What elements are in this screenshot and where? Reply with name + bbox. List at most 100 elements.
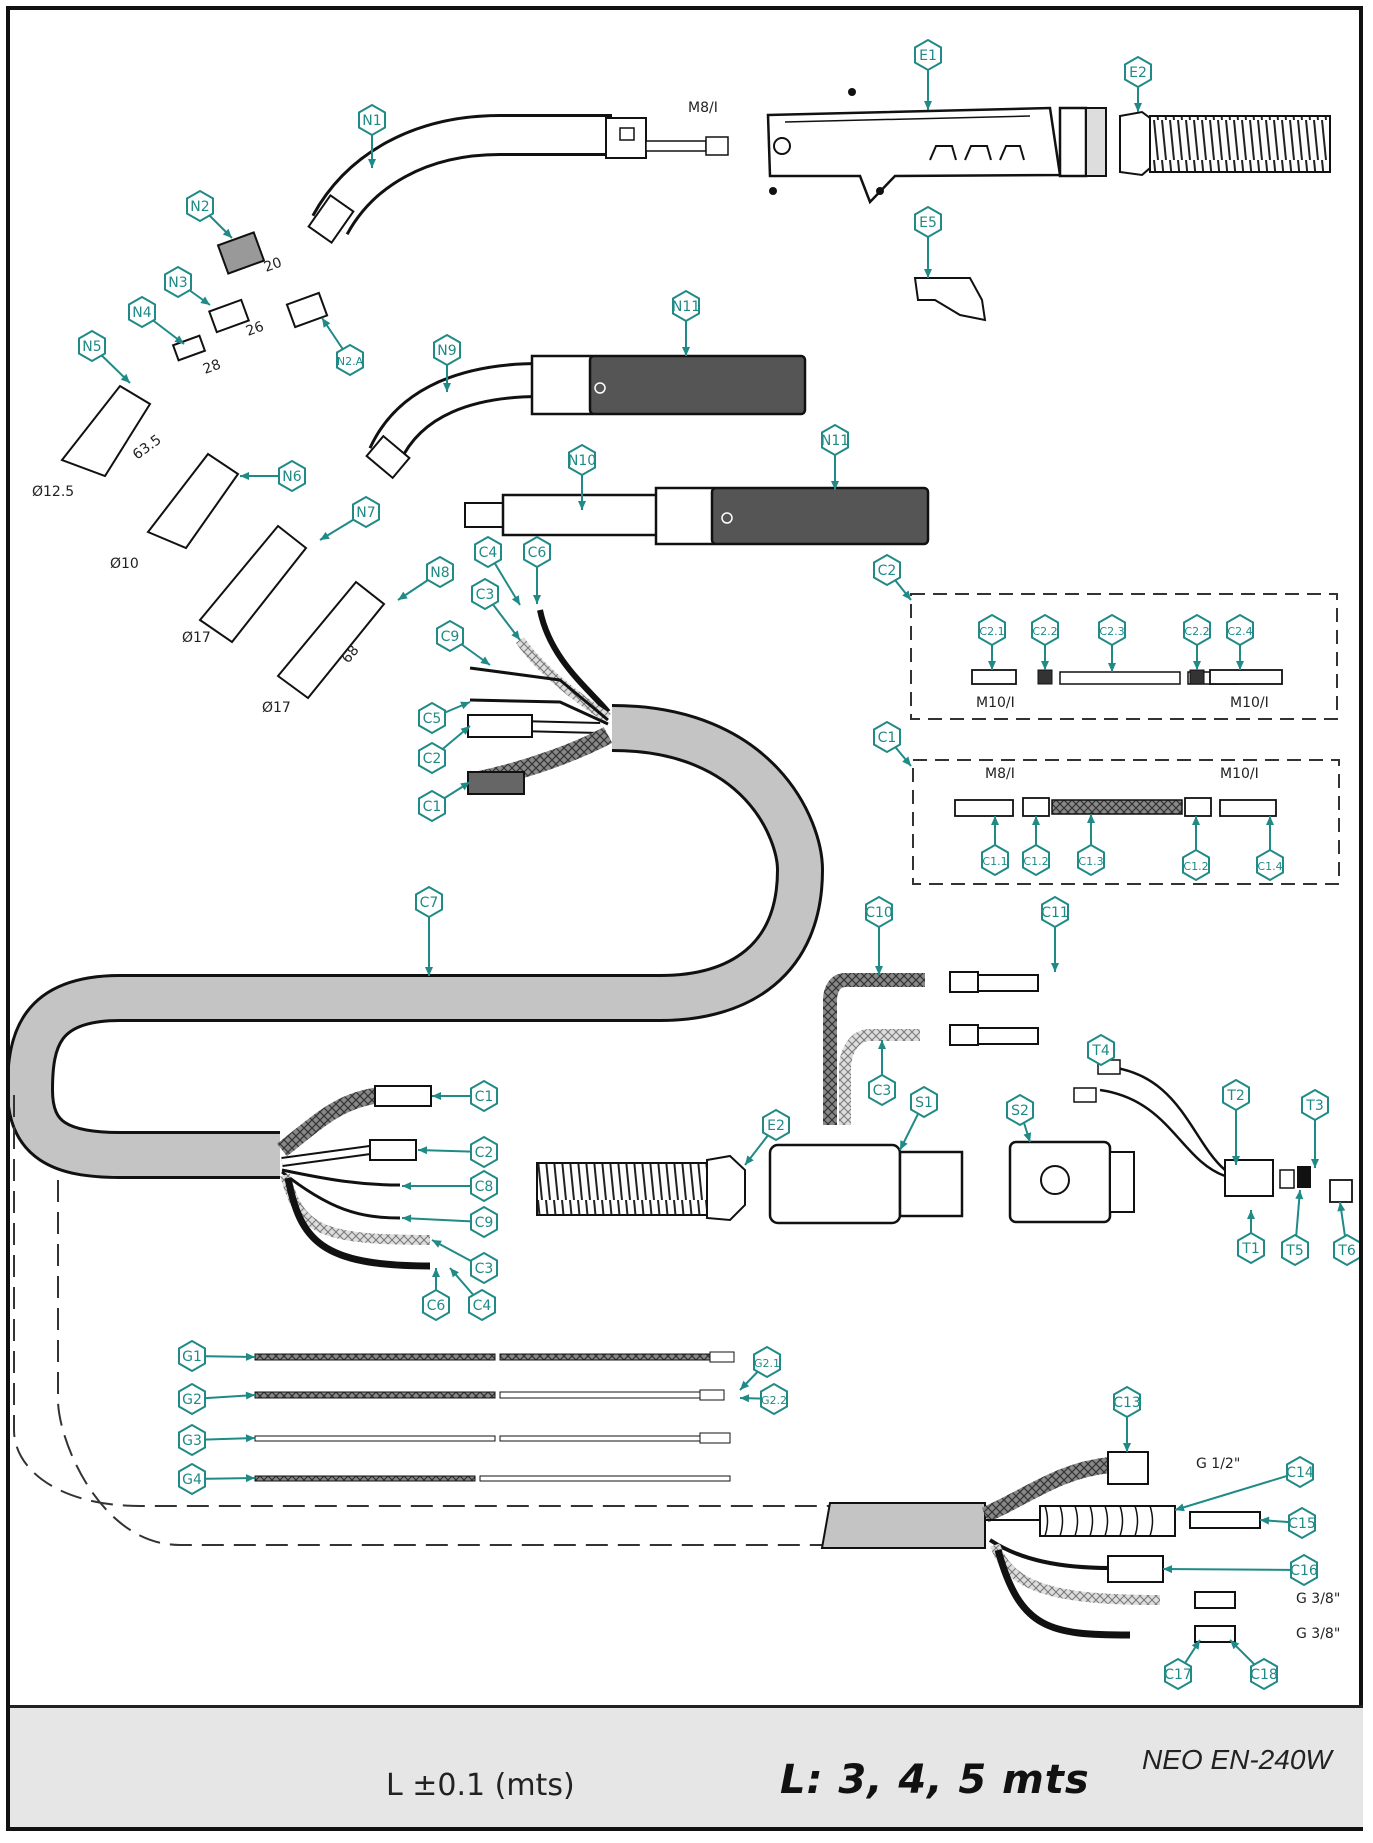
callout-c12b: C1.2: [1182, 816, 1210, 882]
callout-c10: C10: [865, 895, 893, 975]
callout-e2: E2: [1124, 55, 1152, 112]
callout-label: S2: [1011, 1103, 1029, 1119]
callout-label: C8: [475, 1179, 494, 1195]
callout-c1box: C1: [873, 720, 912, 767]
callout-c15: C15: [1259, 1506, 1316, 1540]
callout-c16: C16: [1162, 1553, 1318, 1587]
callout-label: C3: [873, 1083, 892, 1099]
callout-label: C1: [878, 730, 897, 746]
dimension-m8_top: M8/I: [688, 100, 718, 116]
callout-label: N2.A: [337, 355, 364, 368]
dimension-d10: Ø10: [110, 556, 139, 572]
callout-c24: C2.4: [1226, 613, 1254, 670]
dimension-d125: Ø12.5: [32, 484, 74, 500]
callout-n8: N8: [397, 555, 454, 601]
callout-label: C15: [1288, 1516, 1316, 1532]
callout-label: C10: [865, 905, 893, 921]
callout-c4b: C4: [449, 1267, 496, 1322]
callout-n9: N9: [433, 333, 461, 392]
callout-g2: G2: [178, 1382, 256, 1416]
callout-label: C2: [423, 751, 442, 767]
callout-label: C2.3: [1099, 625, 1124, 638]
dimension-d26: 26: [244, 319, 266, 340]
callout-label: C9: [441, 629, 460, 645]
callout-label: N7: [356, 505, 375, 521]
callout-t2: T2: [1222, 1078, 1250, 1165]
dimension-m10_l: M10/I: [976, 695, 1015, 711]
callout-label: C11: [1041, 905, 1069, 921]
callout-c6b: C6: [422, 1268, 450, 1322]
callout-c17: C17: [1164, 1639, 1201, 1691]
callout-n5: N5: [78, 329, 131, 384]
callout-n10: N10: [568, 443, 596, 510]
callout-label: T3: [1305, 1098, 1323, 1114]
callout-c5: C5: [418, 701, 471, 735]
callout-label: C1.2: [1023, 855, 1048, 868]
callout-c22b: C2.2: [1183, 613, 1211, 670]
callout-label: C4: [473, 1298, 492, 1314]
callout-t6: T6: [1333, 1201, 1361, 1267]
callout-label: G2: [182, 1392, 202, 1408]
callout-t1: T1: [1237, 1210, 1265, 1265]
callout-g4: G4: [178, 1462, 256, 1496]
callout-label: T5: [1285, 1243, 1303, 1259]
callout-c7: C7: [415, 885, 443, 976]
callout-label: C2.1: [979, 625, 1004, 638]
dimension-d17a: Ø17: [182, 630, 211, 646]
callout-label: C6: [427, 1298, 446, 1314]
callout-c9a: C9: [436, 619, 491, 666]
c1-exploded-box: [912, 759, 1340, 885]
callout-label: C5: [423, 711, 442, 727]
neck-n10: [464, 486, 930, 546]
callout-label: G2.2: [761, 1394, 787, 1407]
callout-g1: G1: [178, 1339, 256, 1373]
length-tolerance: L ±0.1 (mts): [386, 1768, 575, 1803]
callout-s1: S1: [899, 1085, 938, 1151]
callout-t3: T3: [1301, 1088, 1329, 1168]
callout-label: C2.2: [1032, 625, 1057, 638]
callout-c4a: C4: [474, 535, 521, 606]
callout-label: C9: [475, 1215, 494, 1231]
callout-t5: T5: [1281, 1189, 1309, 1267]
callout-c1a: C1: [418, 781, 471, 823]
callout-label: C2: [878, 563, 897, 579]
callout-c14b: C14: [1174, 1455, 1314, 1512]
callout-c11b: C11: [1041, 895, 1069, 972]
callout-c21: C2.1: [978, 613, 1006, 670]
callout-label: C1.2: [1183, 860, 1208, 873]
callout-label: N1: [362, 113, 381, 129]
cable-branches-top: [467, 609, 613, 795]
callout-label: C2: [475, 1145, 494, 1161]
callout-c3c: C3: [431, 1239, 498, 1285]
callout-c22a: C2.2: [1031, 613, 1059, 670]
main-cable-c7: [5, 704, 986, 1549]
model-name: NEO EN-240W: [1142, 1744, 1332, 1775]
callout-label: C1: [475, 1089, 494, 1105]
callout-label: N9: [437, 343, 456, 359]
callout-label: C4: [479, 545, 498, 561]
callout-g3: G3: [178, 1423, 256, 1457]
callout-c18: C18: [1229, 1639, 1278, 1691]
callout-e5: E5: [914, 205, 942, 278]
callout-label: T1: [1241, 1241, 1259, 1257]
callout-label: C3: [476, 587, 495, 603]
callout-label: C1.1: [982, 855, 1007, 868]
dimension-m8_c1: M8/I: [985, 766, 1015, 782]
rear-assembly: [536, 971, 1353, 1225]
callout-label: N11: [672, 299, 700, 315]
handle-e1: [766, 88, 1107, 205]
dimension-g38b: G 3/8": [1296, 1626, 1340, 1642]
callout-label: C2.2: [1184, 625, 1209, 638]
callout-n11b: N11: [821, 423, 849, 490]
callout-c13b: C13: [1113, 1385, 1141, 1452]
callout-label: C2.4: [1227, 625, 1252, 638]
callout-label: N10: [568, 453, 596, 469]
callout-label: C1.4: [1257, 860, 1282, 873]
callout-label: E2: [767, 1118, 785, 1134]
callout-g21: G2.1: [739, 1345, 781, 1391]
callout-n3: N3: [164, 265, 211, 306]
callout-n1: N1: [358, 103, 386, 168]
callout-label: N8: [430, 565, 449, 581]
dimension-m10_c1: M10/I: [1220, 766, 1259, 782]
callout-label: N3: [168, 275, 187, 291]
